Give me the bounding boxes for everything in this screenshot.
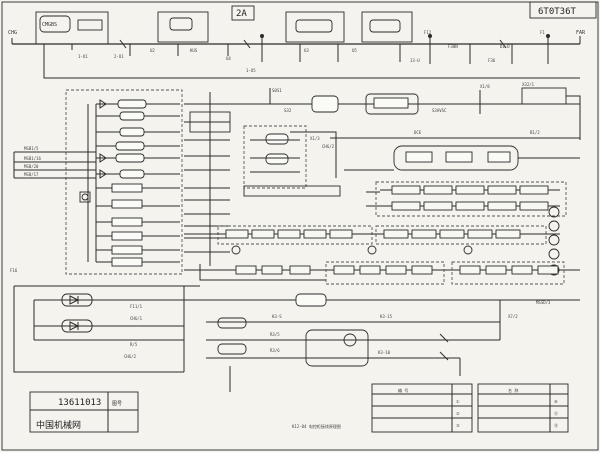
terminal-block-top xyxy=(366,181,567,217)
legend-table-right: 名 称 ⑩ ⑪ ⑫ xyxy=(477,383,569,433)
center-relay-group: X1/3 CHG/2 xyxy=(243,125,341,197)
wire-label: K3-10 xyxy=(378,350,391,355)
legend-marker: ② xyxy=(456,411,460,416)
right-terminal-label: FAR xyxy=(576,30,586,36)
sheet-number: 6T0T36T xyxy=(538,7,577,17)
legend-marker: ① xyxy=(456,399,460,404)
wire-label: R3/5 xyxy=(270,332,280,337)
wire-label: MSB1/5 xyxy=(24,146,39,151)
wire-label: MSB/17 xyxy=(24,172,39,177)
terminal-row-middle xyxy=(184,225,560,255)
wire-label: R3/6 xyxy=(270,348,280,353)
left-input-lines: MSB1/5 MSB1/16 MSB/20 MSB/17 xyxy=(13,146,96,179)
drawing-number: 13611013 xyxy=(58,398,101,408)
wire-label: DCE xyxy=(414,130,422,135)
legend-table-left: 编 号 ① ② ③ xyxy=(371,383,473,433)
module-b-label: 2A xyxy=(236,9,247,19)
lower-middle-circuit: K3-S K3-15 K3-10 R3/5 R3/6 X7/2 MSSD/3 xyxy=(184,293,580,392)
left-control-panel xyxy=(65,89,183,275)
wire-label: X32/1 xyxy=(522,82,535,87)
wire-label: U2 xyxy=(150,48,155,53)
middle-upper-wiring: S0S1 S32 S3AVSC X1/8 X32/1 xyxy=(186,82,581,140)
title-block: 13611013 图号 中国机械网 xyxy=(29,391,139,433)
wire-label: X7/2 xyxy=(508,314,518,319)
wire-label: MSB1/16 xyxy=(24,156,41,161)
wire-label: 1-U5 xyxy=(246,68,256,73)
wire-label: B1/2 xyxy=(530,130,540,135)
wire-label: R/5 xyxy=(130,342,138,347)
left-terminal-label: CHG xyxy=(8,30,17,36)
wire-label: CHG/2 xyxy=(124,354,137,359)
wire-label: F12 xyxy=(424,30,432,35)
wire-label: S3AVSC xyxy=(432,108,447,113)
legend-header: 名 称 xyxy=(508,387,518,393)
wire-label: K3-S xyxy=(272,314,282,319)
right-circle-markers xyxy=(548,206,560,276)
wire-label: 2-U1 xyxy=(114,54,124,59)
wire-label: D1-D xyxy=(500,44,510,49)
wire-label: K3-15 xyxy=(380,314,393,319)
wire-label: F11/1 xyxy=(130,304,143,309)
module-a-label: CMGBS xyxy=(42,22,57,28)
wire-label: CHG/2 xyxy=(322,144,335,149)
legend-marker: ⑫ xyxy=(554,422,558,428)
wire-label: F16 xyxy=(10,268,18,273)
top-bus-labels: 1-U1 2-U1 U2 KUS U4 1-U5 U3 U5 F30N 13-U… xyxy=(78,30,545,73)
wire-label: MSSD/3 xyxy=(536,300,551,305)
sheet-label: 图号 xyxy=(112,401,122,407)
wire-label: S0S1 xyxy=(272,88,282,93)
wire-label: F36 xyxy=(488,58,496,63)
legend-marker: ③ xyxy=(456,423,460,428)
wire-label: X1/3 xyxy=(310,136,320,141)
logo-text: 中国机械网 xyxy=(36,419,81,431)
wire-label: F30N xyxy=(448,44,458,49)
right-relay-row: DCE B1/2 xyxy=(330,130,580,171)
top-bus xyxy=(11,34,581,79)
wire-label: 13-U xyxy=(410,58,420,63)
wire-label: KUS xyxy=(190,48,198,53)
wire-label: U5 xyxy=(352,48,357,53)
top-module-2a: 2A xyxy=(157,5,255,43)
wire-label: F1 xyxy=(540,30,545,35)
wire-label: X1/8 xyxy=(480,84,490,89)
sheet-number-box xyxy=(529,1,597,19)
terminal-row-lower xyxy=(184,261,580,285)
bottom-note: K12-04 电控柜接线原理图 xyxy=(292,423,341,429)
lower-left-circuit: F16 F11/1 CHG/1 R/5 CHG/2 xyxy=(10,268,200,373)
wire-label: CHG/1 xyxy=(130,316,143,321)
top-module-4 xyxy=(361,11,413,43)
wire-label: MSB/20 xyxy=(24,164,39,169)
wire-label: S32 xyxy=(284,108,292,113)
wire-label: 1-U1 xyxy=(78,54,88,59)
legend-marker: ⑪ xyxy=(554,410,558,416)
legend-marker: ⑩ xyxy=(554,399,558,404)
wire-label: U4 xyxy=(226,56,231,61)
legend-header: 编 号 xyxy=(398,387,408,393)
wire-label: U3 xyxy=(304,48,309,53)
top-module-3 xyxy=(285,11,345,43)
